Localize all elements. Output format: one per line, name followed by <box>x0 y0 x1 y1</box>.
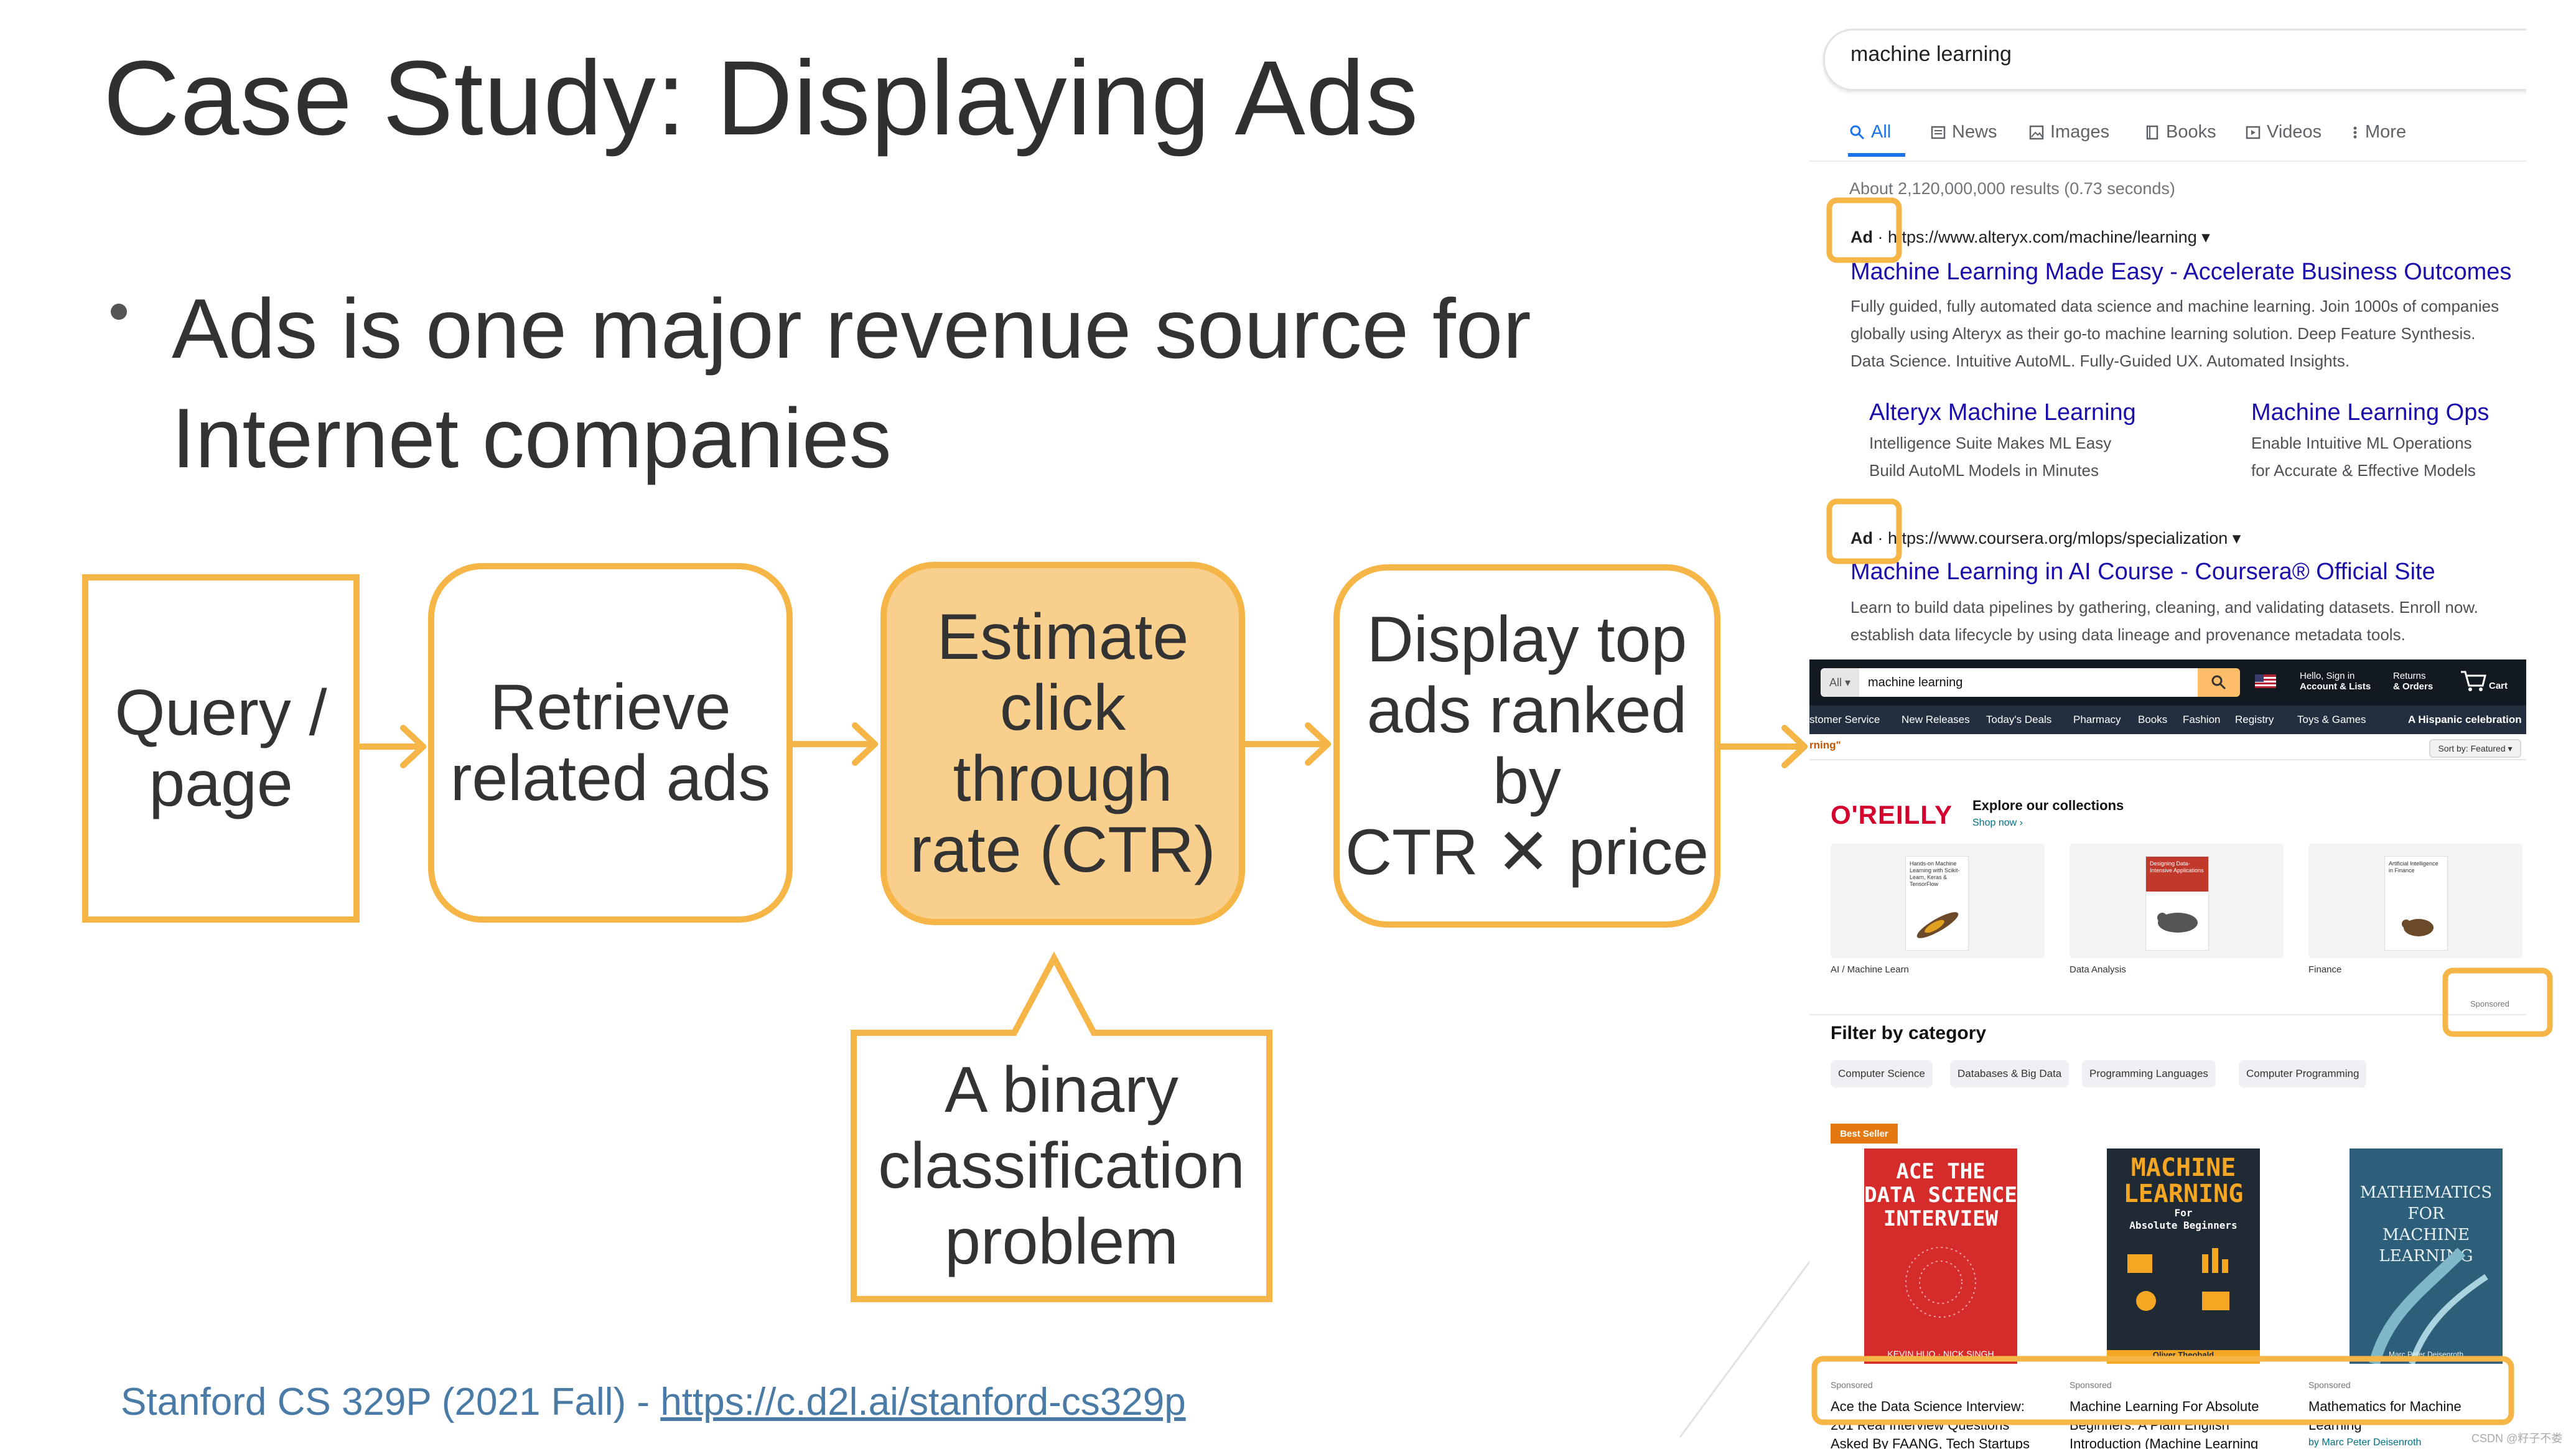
highlight-sponsored-books <box>1814 1359 2511 1422</box>
highlight-ad2 <box>1829 501 1899 561</box>
highlight-sponsored-1 <box>2445 971 2550 1034</box>
highlight-ad1 <box>1829 200 1899 260</box>
watermark: CSDN @籽子不娄 <box>2471 1430 2562 1446</box>
